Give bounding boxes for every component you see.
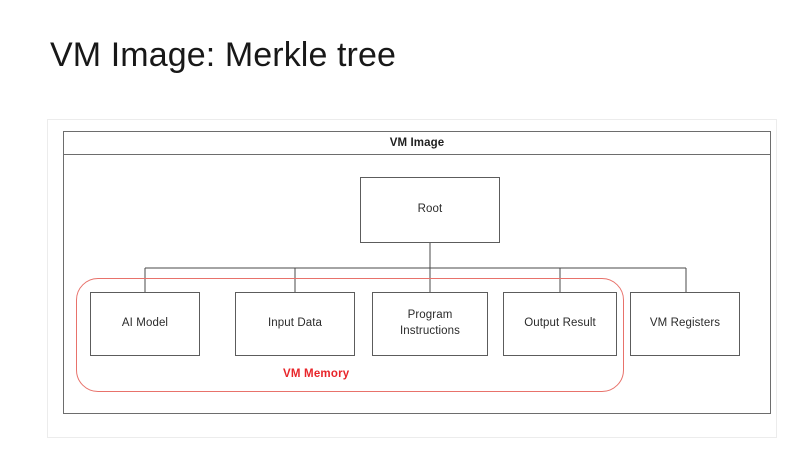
- node-vm-registers[interactable]: VM Registers: [630, 292, 740, 356]
- node-root-label: Root: [417, 203, 443, 216]
- vm-memory-label: VM Memory: [283, 368, 350, 380]
- node-input-data-label: Input Data: [267, 317, 323, 330]
- node-output-result[interactable]: Output Result: [503, 292, 617, 356]
- node-root[interactable]: Root: [360, 177, 500, 243]
- node-input-data[interactable]: Input Data: [235, 292, 355, 356]
- vm-memory-group-outline: [76, 278, 624, 392]
- vm-image-header-label: VM Image: [389, 137, 445, 149]
- vm-image-header: VM Image: [64, 132, 770, 155]
- page-title: VM Image: Merkle tree: [50, 36, 396, 74]
- node-program-instructions-label: Program Instructions: [399, 309, 460, 337]
- node-program-instructions[interactable]: Program Instructions: [372, 292, 488, 356]
- node-ai-model-label: AI Model: [121, 317, 169, 330]
- node-output-result-label: Output Result: [524, 317, 596, 330]
- node-ai-model[interactable]: AI Model: [90, 292, 200, 356]
- node-vm-registers-label: VM Registers: [649, 317, 721, 330]
